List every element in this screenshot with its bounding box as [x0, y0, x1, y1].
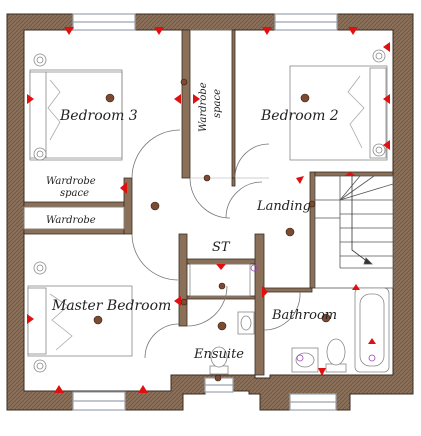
room-label-ensuite: Ensuite	[193, 347, 244, 362]
basin-ensuite	[237, 311, 255, 335]
wc-ensuite	[209, 346, 229, 375]
room-label-wardrobe-space-vertical-1: Wardrobe	[198, 82, 209, 132]
room-label-bedroom2: Bedroom 2	[260, 108, 339, 124]
room-label-wardrobe-space-line2: space	[60, 188, 89, 199]
room-label-bedroom3: Bedroom 3	[59, 108, 138, 124]
room-label-wardrobe-space-vertical-2: space	[212, 89, 223, 118]
room-label-landing: Landing	[256, 199, 311, 214]
room-label-wardrobe-space-line1: Wardrobe	[46, 176, 96, 187]
windows	[72, 13, 338, 411]
bed-bedroom2	[289, 49, 388, 161]
basin-bathroom	[291, 347, 319, 373]
sockets	[27, 27, 390, 393]
wardrobe-vertical	[190, 29, 232, 179]
room-label-bathroom: Bathroom	[271, 308, 337, 323]
bath	[354, 287, 390, 373]
light-fittings	[93, 78, 331, 382]
stairs	[314, 175, 394, 289]
room-label-wardrobe: Wardrobe	[46, 215, 96, 226]
room-label-st: ST	[212, 240, 231, 255]
wc-bathroom	[325, 338, 347, 373]
bed-bedroom3	[29, 53, 123, 161]
wardrobe-horizontal	[23, 206, 125, 230]
room-label-master-bedroom: Master Bedroom	[51, 298, 171, 314]
door-swings	[131, 129, 301, 359]
extract-fans	[250, 264, 376, 362]
internal-walls	[23, 29, 394, 376]
bed-master	[27, 261, 133, 373]
beds	[27, 49, 388, 373]
